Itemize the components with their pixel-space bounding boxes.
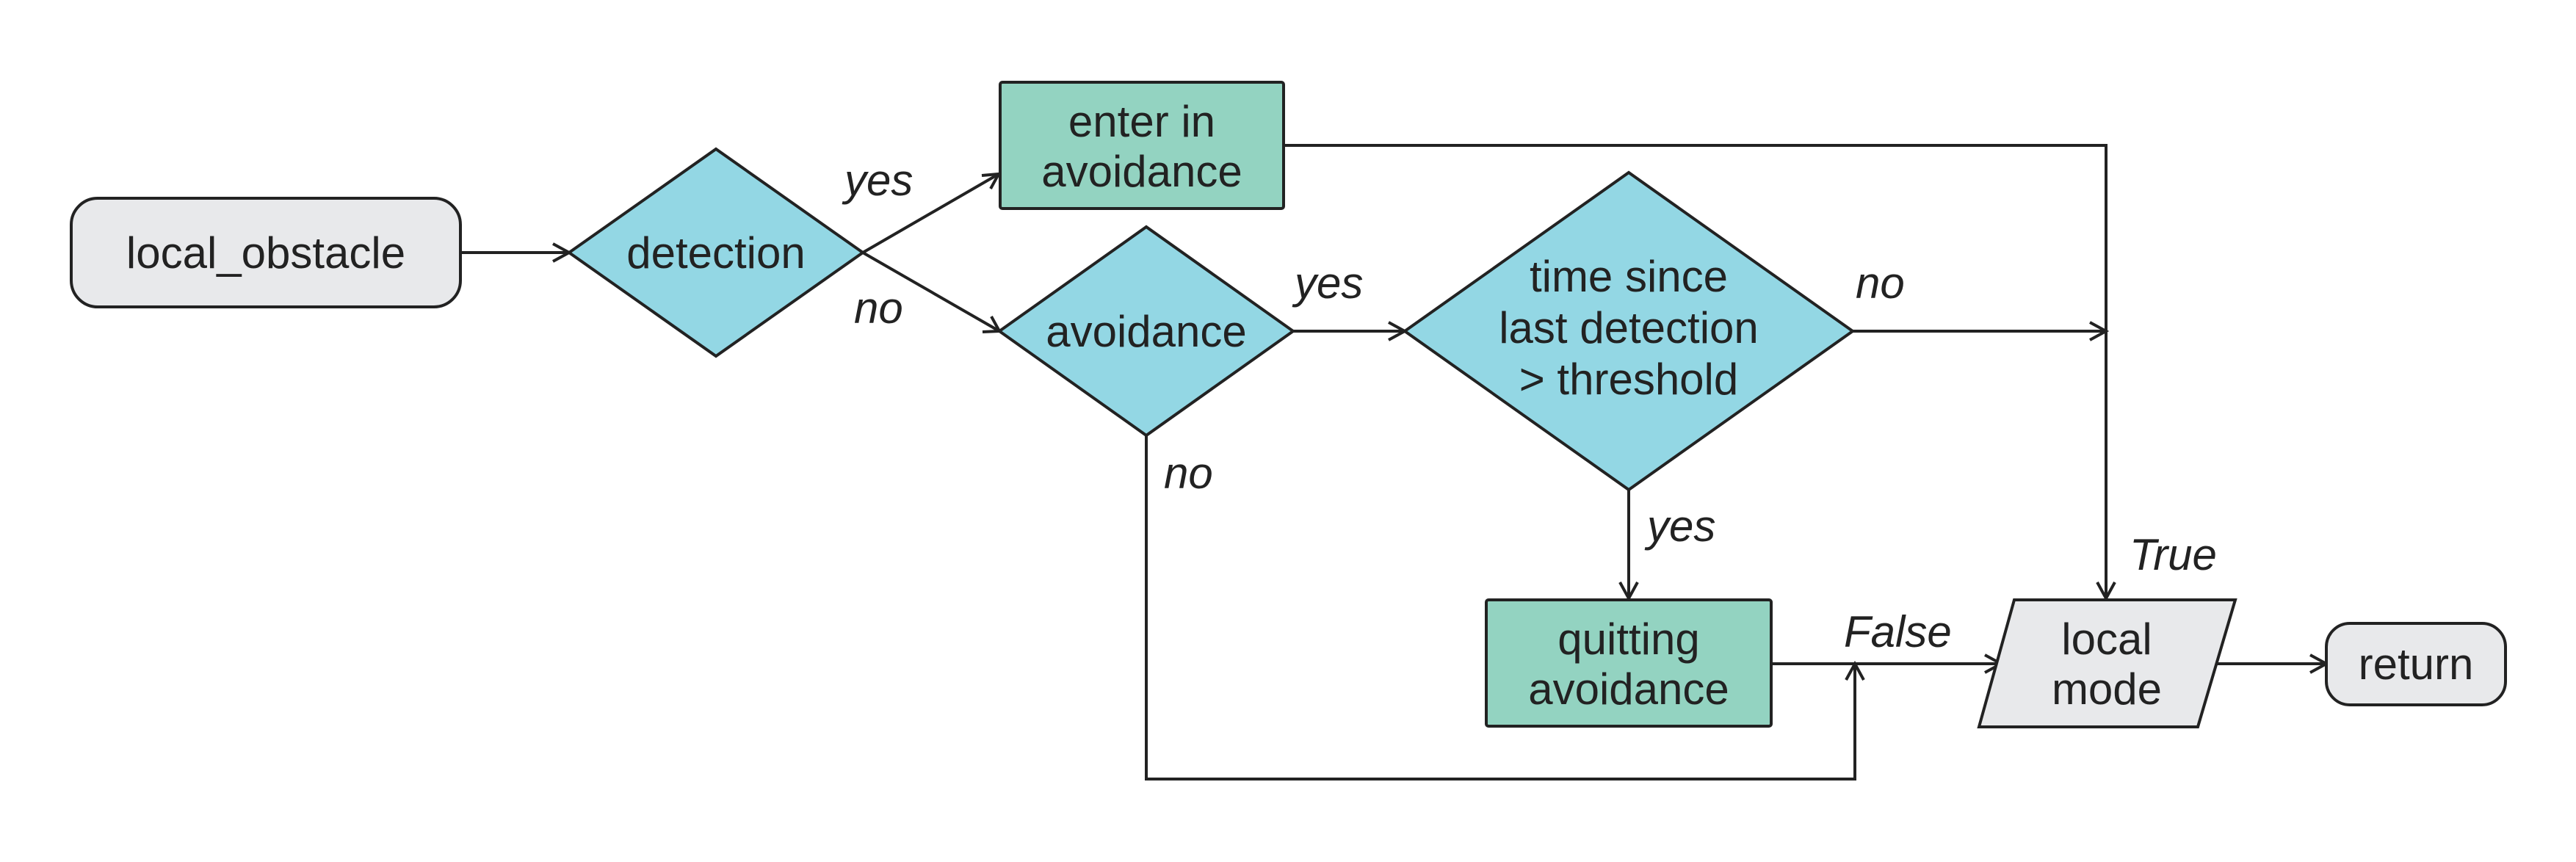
false-label: False (1844, 607, 1952, 656)
local-mode-shape (1977, 598, 2237, 728)
detection-no-label: no (854, 283, 903, 333)
time-since-shape (1402, 170, 1856, 492)
enter-avoidance-shape (999, 81, 1285, 210)
time-since-label-line3: > threshold (1519, 355, 1739, 404)
detection-yes-label: yes (842, 156, 913, 205)
local-mode-label-line1: local (2061, 615, 2152, 664)
enter-avoidance-label-line2: avoidance (1041, 147, 1242, 196)
edges (460, 144, 2330, 780)
local-obstacle-label: local_obstacle (126, 228, 405, 278)
enter-avoidance-label-line1: enter in (1068, 97, 1215, 146)
avoidance-no-label: no (1164, 449, 1213, 498)
edge-avoidance-no (1145, 435, 1856, 780)
arrowhead-merge-in (2089, 321, 2110, 341)
quitting-avoidance-label-line2: avoidance (1528, 664, 1729, 714)
node-enter-avoidance: enter in avoidance (999, 81, 1285, 210)
time-since-no-label: no (1856, 258, 1905, 308)
local-obstacle-shape (70, 197, 462, 308)
node-detection: detection (566, 147, 866, 358)
local-mode-label-line2: mode (2052, 664, 2162, 714)
node-return: return (2325, 622, 2507, 706)
time-since-yes-label: yes (1644, 501, 1715, 551)
node-avoidance: avoidance (996, 225, 1296, 438)
edge-labels: yes no yes no no yes True False (842, 156, 2217, 656)
quitting-avoidance-shape (1485, 598, 1773, 728)
node-time-since: time since last detection > threshold (1402, 170, 1856, 492)
avoidance-label: avoidance (1046, 307, 1247, 356)
detection-shape (566, 147, 866, 358)
node-quitting-avoidance: quitting avoidance (1485, 598, 1773, 728)
arrowhead-false-merge-in (1845, 660, 1865, 681)
avoidance-shape (996, 225, 1296, 438)
avoidance-yes-label: yes (1292, 258, 1363, 308)
true-label: True (2130, 530, 2217, 579)
quitting-avoidance-label-line1: quitting (1557, 615, 1699, 664)
edge-detection-yes (861, 173, 1000, 254)
detection-label: detection (626, 228, 806, 278)
return-label: return (2359, 640, 2474, 689)
edge-enter-avoidance-to-local-mode (1284, 144, 2108, 598)
edge-detection-no (862, 251, 1000, 333)
time-since-label-line2: last detection (1499, 303, 1759, 352)
return-shape (2325, 622, 2507, 706)
node-local-mode: local mode (1977, 598, 2237, 728)
time-since-label-line1: time since (1530, 252, 1728, 301)
node-local-obstacle: local_obstacle (70, 197, 462, 308)
